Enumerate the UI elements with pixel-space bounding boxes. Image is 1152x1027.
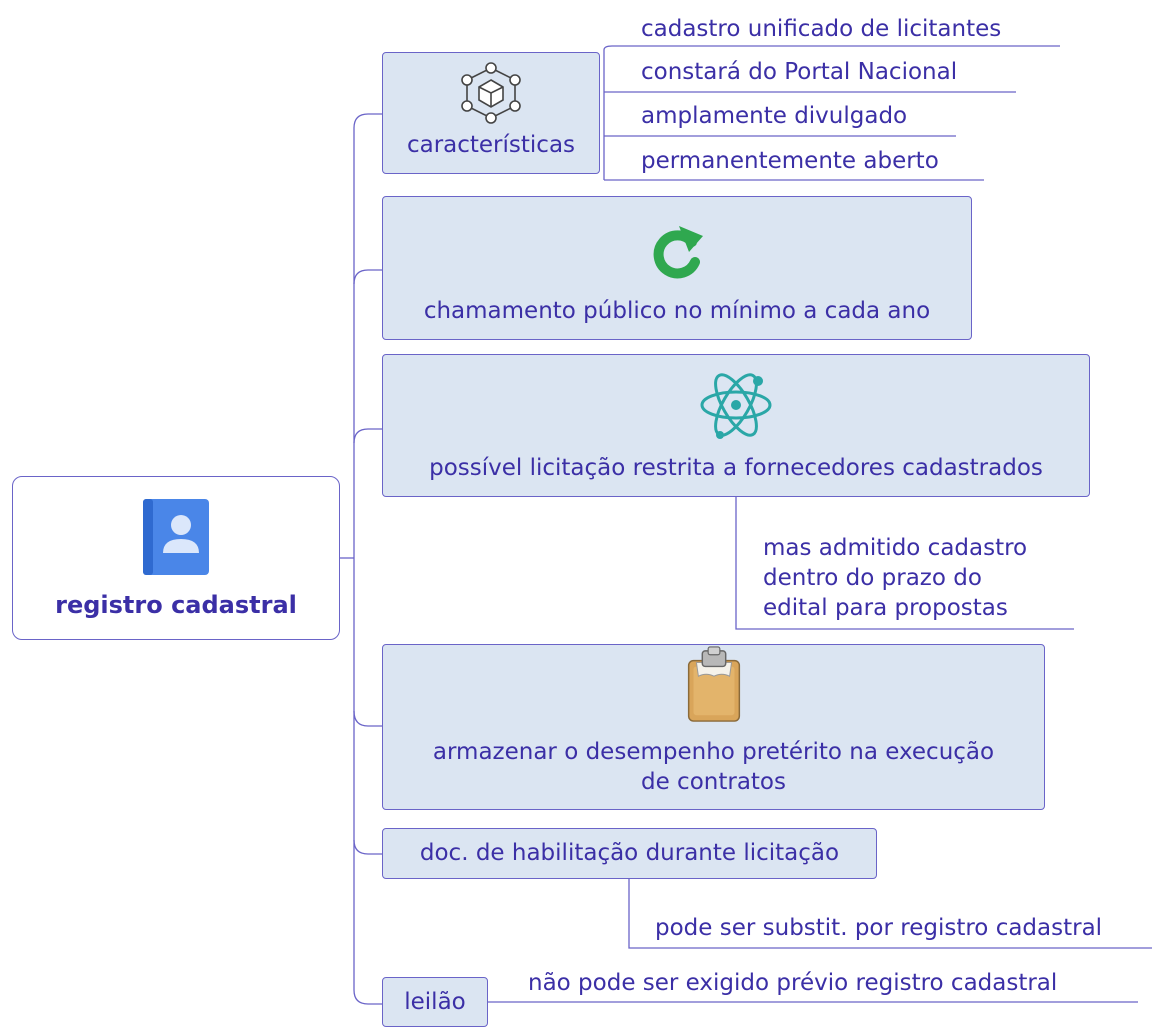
detail-line: dentro do prazo do [763, 565, 982, 591]
branch-caracteristicas[interactable]: características [382, 52, 600, 174]
detail-amplamente-divulgado[interactable]: amplamente divulgado [641, 103, 908, 129]
network-cube-icon [461, 62, 521, 124]
detail-line: edital para propostas [763, 595, 1008, 621]
branch-label-line: armazenar o desempenho pretérito na exec… [432, 739, 995, 765]
detail-line: mas admitido cadastro [763, 535, 1028, 561]
detail-pode-ser-substit[interactable]: pode ser substit. por registro cadastral [655, 915, 1103, 941]
detail-cadastro-unificado[interactable]: cadastro unificado de licitantes [641, 16, 1002, 42]
detail-nao-pode-ser-exigido[interactable]: não pode ser exigido prévio registro cad… [528, 970, 1058, 996]
branch-label: características [406, 132, 576, 158]
root-topic-label: registro cadastral [55, 591, 297, 619]
branch-licitacao-restrita[interactable]: possível licitação restrita a fornecedor… [382, 354, 1090, 497]
branch-label-line: de contratos [640, 769, 786, 795]
branch-label: doc. de habilitação durante licitação [419, 840, 840, 866]
branch-label: chamamento público no mínimo a cada ano [423, 298, 931, 324]
detail-mas-admitido-cadastro[interactable]: mas admitido cadastro dentro do prazo do… [763, 533, 1027, 623]
atom-icon [700, 373, 772, 439]
refresh-arrow-icon [653, 226, 703, 279]
branch-leilao[interactable]: leilão [382, 977, 488, 1027]
branch-doc-habilitacao[interactable]: doc. de habilitação durante licitação [382, 828, 877, 879]
branch-label: armazenar o desempenho pretérito na exec… [421, 737, 1006, 809]
branch-armazenar-desempenho[interactable]: armazenar o desempenho pretérito na exec… [382, 644, 1045, 810]
detail-portal-nacional[interactable]: constará do Portal Nacional [641, 59, 958, 85]
clipboard-icon [687, 646, 740, 722]
branch-label: leilão [404, 988, 466, 1015]
contact-book-icon [143, 499, 209, 575]
detail-permanentemente-aberto[interactable]: permanentemente aberto [641, 148, 939, 174]
branch-label: possível licitação restrita a fornecedor… [429, 455, 1043, 481]
branch-chamamento-publico[interactable]: chamamento público no mínimo a cada ano [382, 196, 972, 340]
root-topic-registro-cadastral[interactable]: registro cadastral [12, 476, 340, 640]
